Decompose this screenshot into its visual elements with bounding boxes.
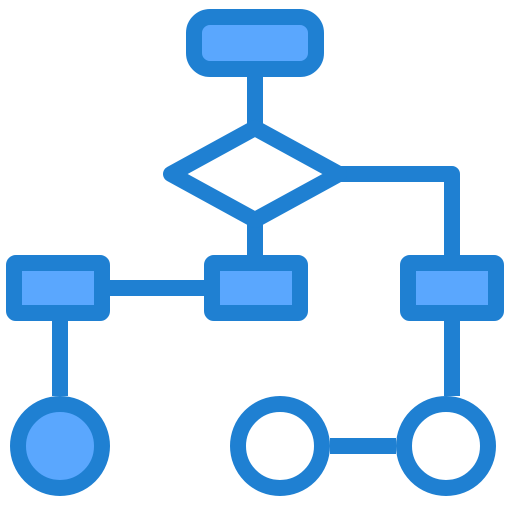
- start-terminal-node: [186, 9, 324, 77]
- end-center-node: [230, 396, 330, 496]
- process-center-node: [204, 255, 308, 321]
- connector-decision-to-process-right: [339, 166, 460, 255]
- decision-node: [163, 120, 347, 228]
- end-left-node: [10, 396, 110, 496]
- process-right-node: [400, 255, 504, 321]
- process-left-node: [6, 255, 110, 321]
- flowchart-nodes: [6, 9, 504, 496]
- end-right-node: [396, 396, 496, 496]
